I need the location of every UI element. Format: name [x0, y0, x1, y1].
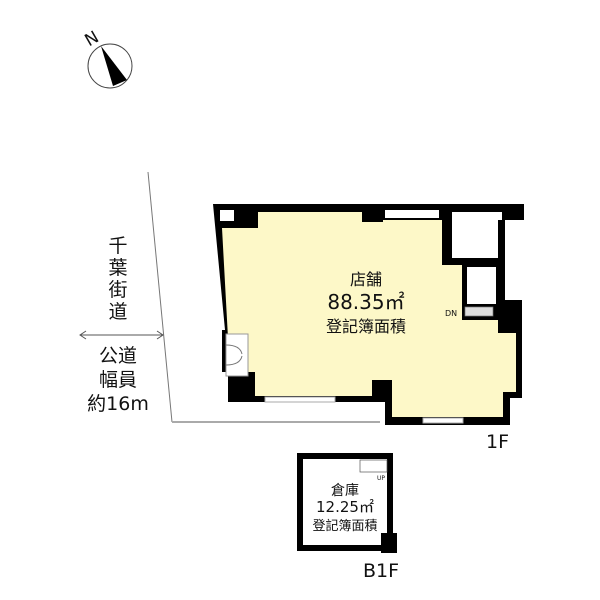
shaft-wall: [462, 262, 467, 308]
room-storage: [303, 459, 387, 545]
road-name-char: 道: [108, 301, 127, 323]
floor-b1f: UP 倉庫 12.25㎡ 登記簿面積 B1F: [297, 453, 399, 582]
road-edge-line: [147, 171, 173, 423]
compass: N: [81, 27, 133, 89]
floor-label-b1f: B1F: [363, 560, 399, 582]
stair-down-icon: [464, 306, 494, 317]
road-info: 公道 幅員 約16m: [87, 345, 149, 415]
window-top: [385, 210, 439, 218]
service-shaft: [452, 212, 502, 258]
shaft-void: [467, 267, 496, 304]
road-boundary: [79, 171, 380, 423]
room-name: 店舗: [350, 270, 382, 289]
arrow-head-right-icon: [156, 330, 164, 340]
entrance-door: [225, 333, 249, 377]
road-name-char: 葉: [108, 257, 127, 279]
road-name-char: 街: [108, 279, 127, 301]
b1f-pillar: [381, 533, 397, 553]
road-name-char: 千: [108, 235, 127, 257]
road-name: 千 葉 街 道: [108, 235, 127, 323]
window-bottom-left: [264, 396, 336, 403]
stair-up-icon: [359, 459, 388, 473]
road-width-label: 幅員: [99, 369, 137, 391]
stair-up-label: UP: [377, 475, 385, 482]
door-swing-icon: [225, 344, 243, 366]
window-top-left: [220, 210, 234, 221]
room-area: 88.35㎡: [327, 290, 404, 314]
road-type-label: 公道: [99, 345, 137, 367]
area-note: 登記簿面積: [326, 317, 406, 336]
road-width-value: 約16m: [87, 393, 149, 415]
north-arrow-icon: [101, 46, 127, 86]
floor-label-1f: 1F: [486, 431, 509, 453]
stair-down-label: DN: [445, 309, 457, 318]
floor-1f: DN 店舗 88.35㎡ 登記簿面積 1F: [213, 204, 524, 453]
room-area: 12.25㎡: [316, 498, 374, 516]
room-store: [222, 212, 516, 417]
room-name: 倉庫: [331, 482, 359, 499]
window-bottom-right: [422, 417, 464, 424]
area-note: 登記簿面積: [312, 518, 377, 534]
arrow-head-left-icon: [79, 330, 87, 340]
